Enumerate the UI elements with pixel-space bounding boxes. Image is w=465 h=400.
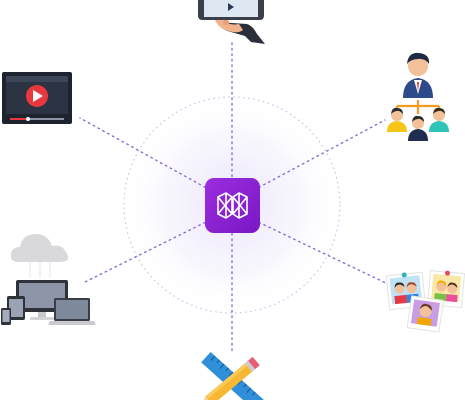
hub-node <box>205 178 260 233</box>
smartphone-video-icon <box>198 0 265 44</box>
photo-collage-icon <box>385 270 465 333</box>
node-cloud-devices <box>0 222 98 328</box>
node-video-player <box>2 72 72 124</box>
node-org-team <box>385 44 451 142</box>
hexagon-logo-icon <box>205 178 260 233</box>
ruler-pencil-icon <box>201 352 265 400</box>
node-photo-collage <box>385 268 465 334</box>
video-player-icon <box>2 72 72 124</box>
cloud-devices-icon <box>1 234 96 325</box>
node-design-tools <box>198 352 266 400</box>
team-hierarchy-icon <box>387 52 449 141</box>
hub-ring <box>123 96 341 314</box>
connector-cloud-devices <box>84 219 211 283</box>
node-mobile-video <box>195 0 267 44</box>
